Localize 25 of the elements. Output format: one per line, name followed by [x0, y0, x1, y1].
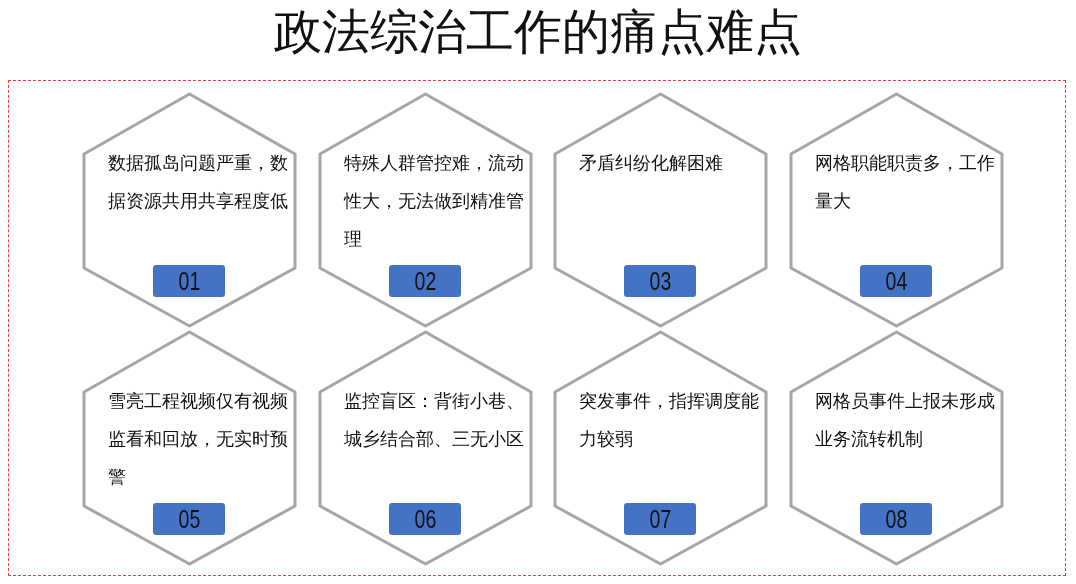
description-text: 雪亮工程视频仅有视频监看和回放，无实时预警: [108, 389, 289, 489]
number-badge: 08: [860, 503, 932, 535]
hexagon-card: [318, 92, 533, 328]
description-text: 网格员事件上报未形成业务流转机制: [815, 389, 996, 451]
number-badge: 02: [389, 265, 461, 297]
hexagon-card: [789, 92, 1004, 328]
number-badge: 01: [153, 265, 225, 297]
number-badge: 03: [624, 265, 696, 297]
hexagon-card: [553, 330, 768, 566]
title: 政法综治工作的痛点难点: [273, 2, 803, 60]
description-text: 特殊人群管控难，流动性大，无法做到精准管理: [344, 151, 525, 251]
description-text: 突发事件，指挥调度能力较弱: [579, 389, 760, 451]
description-text: 监控盲区：背街小巷、城乡结合部、三无小区: [344, 389, 525, 451]
hexagon-card: [318, 330, 533, 566]
description-text: 数据孤岛问题严重，数据资源共用共享程度低: [108, 151, 289, 213]
description-text: 矛盾纠纷化解困难: [579, 151, 724, 175]
description-text: 网格职能职责多，工作量大: [815, 151, 996, 213]
hexagon-card: [82, 330, 297, 566]
number-badge: 07: [624, 503, 696, 535]
hexagon-card: [82, 92, 297, 328]
number-badge: 04: [860, 265, 932, 297]
number-badge: 05: [153, 503, 225, 535]
hexagon-card: [553, 92, 768, 328]
number-badge: 06: [389, 503, 461, 535]
hexagon-card: [789, 330, 1004, 566]
